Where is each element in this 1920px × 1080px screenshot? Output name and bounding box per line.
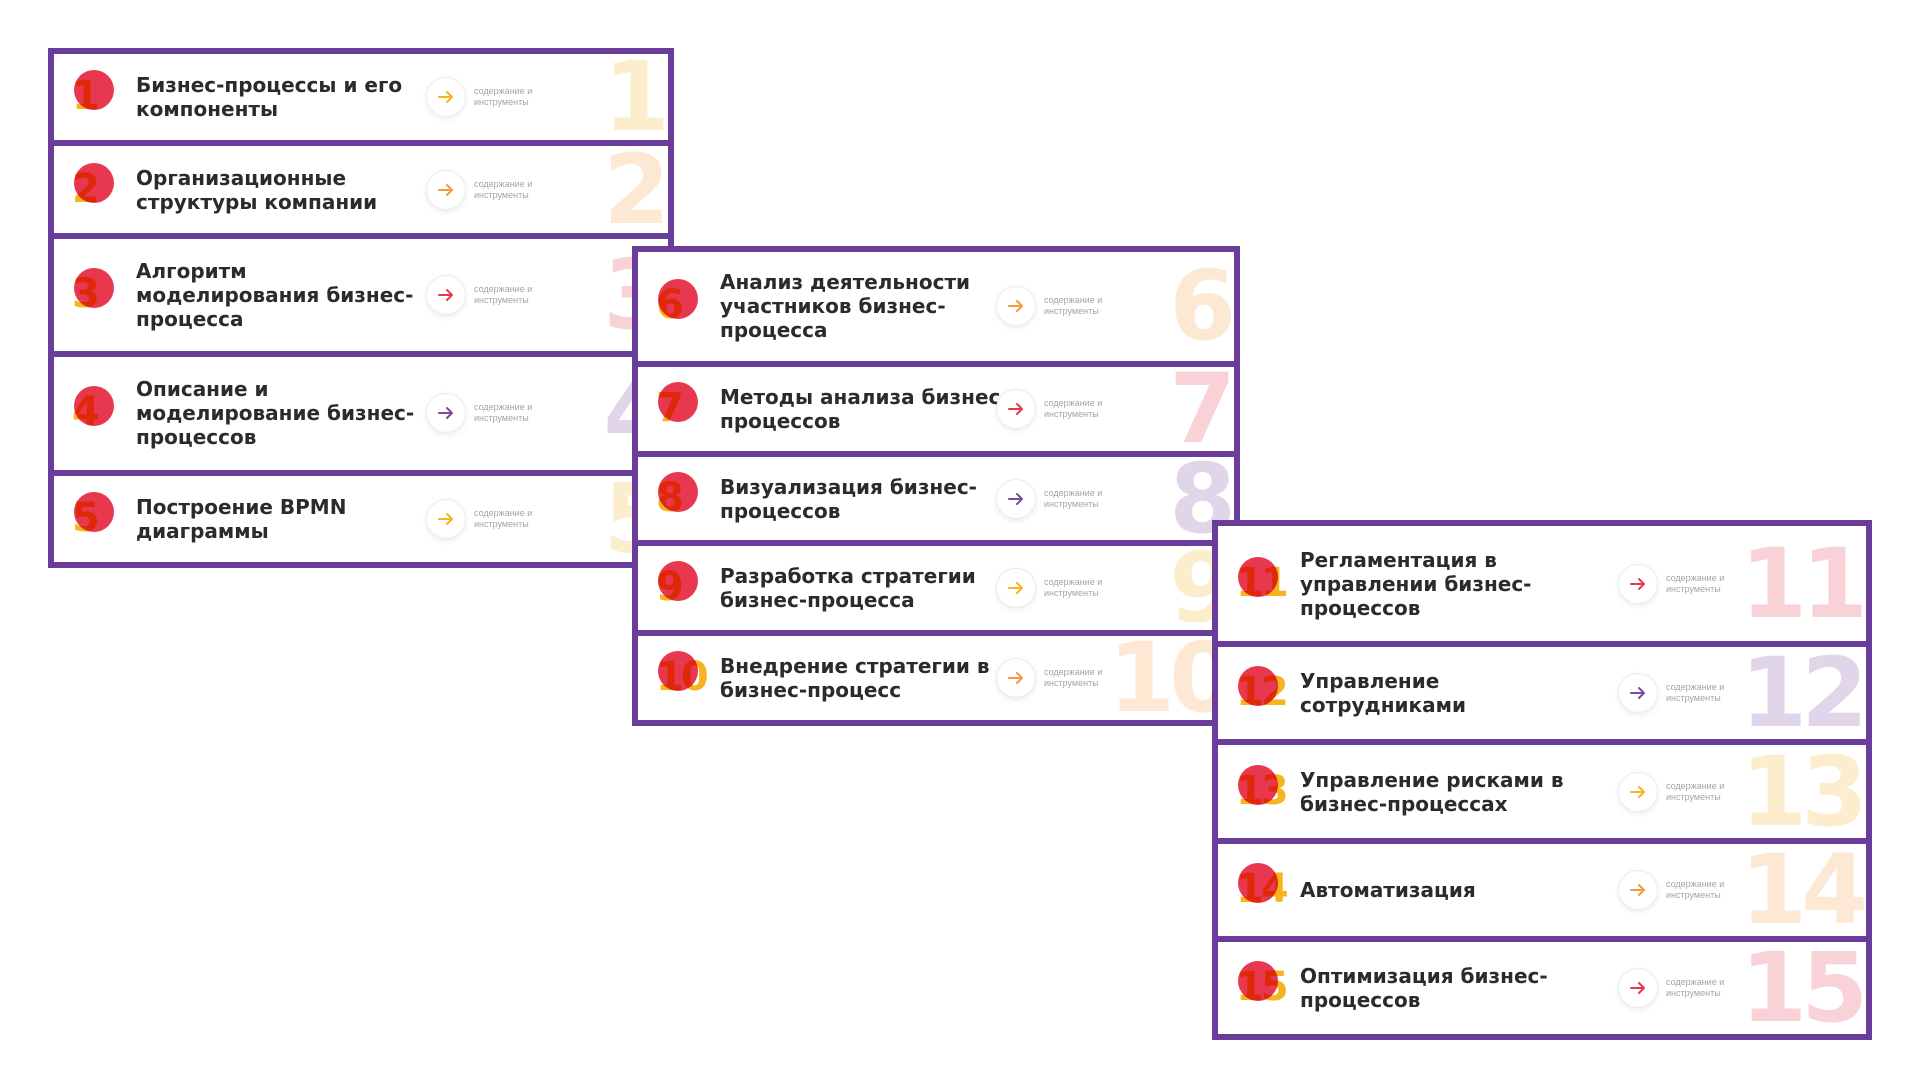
modules-panel-2: 6 Анализ деятельности участников бизнес-…: [632, 246, 1240, 726]
module-title: Методы анализа бизнес-процессов: [720, 384, 1009, 433]
module-number-badge: 4: [72, 386, 122, 440]
arrow-right-icon[interactable]: [426, 77, 466, 118]
module-title: Регламентация в управлении бизнес-процес…: [1300, 547, 1532, 620]
module-title: Разработка стратегии бизнес-процесса: [720, 564, 976, 613]
module-card-5[interactable]: 5 Построение BPMN диаграммы содержание и…: [54, 475, 668, 562]
module-link[interactable]: содержание и инструменты: [996, 658, 1114, 699]
module-card-1[interactable]: 1 Бизнес-процессы и его компоненты содер…: [54, 54, 668, 141]
arrow-right-icon[interactable]: [1618, 673, 1658, 714]
module-big-number: 7: [1169, 366, 1234, 451]
module-card-10[interactable]: 10 Внедрение стратегии в бизнес-процесс …: [638, 636, 1234, 721]
module-big-number: 13: [1740, 745, 1866, 838]
arrow-right-icon[interactable]: [996, 286, 1036, 327]
arrow-right-icon[interactable]: [1618, 771, 1658, 812]
module-link[interactable]: содержание и инструменты: [426, 169, 544, 210]
module-link[interactable]: содержание и инструменты: [996, 478, 1114, 519]
module-card-3[interactable]: 3 Алгоритм моделирования бизнес-процесса…: [54, 238, 668, 352]
arrow-right-icon[interactable]: [996, 388, 1036, 429]
module-title: Автоматизация: [1300, 877, 1476, 902]
module-title: Построение BPMN диаграммы: [136, 494, 347, 543]
module-number-badge: 9: [656, 561, 706, 615]
module-big-number: 2: [603, 146, 668, 233]
module-number-badge: 10: [656, 651, 709, 705]
module-card-4[interactable]: 4 Описание и моделирование бизнес-процес…: [54, 357, 668, 470]
module-title: Управление сотрудниками: [1300, 669, 1466, 718]
module-link[interactable]: содержание и инструменты: [426, 498, 544, 539]
arrow-right-icon[interactable]: [1618, 869, 1658, 910]
module-big-number: 6: [1169, 252, 1234, 361]
module-card-8[interactable]: 8 Визуализация бизнес-процессов содержан…: [638, 456, 1234, 541]
arrow-right-icon[interactable]: [1618, 967, 1658, 1008]
module-title: Управление рисками в бизнес-процессах: [1300, 767, 1564, 816]
module-big-number: 11: [1740, 527, 1866, 640]
module-title: Организационные структуры компании: [136, 165, 378, 214]
module-title: Внедрение стратегии в бизнес-процесс: [720, 654, 990, 703]
module-big-number: 1: [603, 54, 668, 141]
module-big-number: 15: [1740, 941, 1866, 1034]
module-card-12[interactable]: 12 Управление сотрудниками содержание и …: [1218, 647, 1866, 740]
module-link[interactable]: содержание и инструменты: [1618, 673, 1736, 714]
arrow-right-icon[interactable]: [426, 393, 466, 434]
module-title: Оптимизация бизнес-процессов: [1300, 963, 1548, 1012]
module-number-badge: 14: [1236, 862, 1289, 917]
module-number-badge: 13: [1236, 764, 1289, 819]
module-number-badge: 1: [72, 70, 122, 124]
module-link[interactable]: содержание и инструменты: [996, 388, 1114, 429]
module-title: Анализ деятельности участников бизнес-пр…: [720, 270, 971, 343]
module-number-badge: 15: [1236, 960, 1289, 1015]
module-number-badge: 3: [72, 268, 122, 322]
module-title: Алгоритм моделирования бизнес-процесса: [136, 259, 414, 332]
arrow-right-icon[interactable]: [426, 169, 466, 210]
module-link[interactable]: содержание и инструменты: [1618, 771, 1736, 812]
module-link[interactable]: содержание и инструменты: [1618, 563, 1736, 604]
module-card-11[interactable]: 11 Регламентация в управлении бизнес-про…: [1218, 526, 1866, 642]
module-big-number: 12: [1740, 647, 1866, 740]
module-card-6[interactable]: 6 Анализ деятельности участников бизнес-…: [638, 252, 1234, 361]
module-link[interactable]: содержание и инструменты: [1618, 967, 1736, 1008]
module-link[interactable]: содержание и инструменты: [426, 393, 544, 434]
module-card-15[interactable]: 15 Оптимизация бизнес-процессов содержан…: [1218, 941, 1866, 1034]
module-title: Визуализация бизнес-процессов: [720, 474, 977, 523]
arrow-right-icon[interactable]: [426, 275, 466, 316]
module-link[interactable]: содержание и инструменты: [426, 275, 544, 316]
modules-panel-1: 1 Бизнес-процессы и его компоненты содер…: [48, 48, 674, 568]
arrow-right-icon[interactable]: [426, 498, 466, 539]
module-number-badge: 5: [72, 491, 122, 546]
module-card-9[interactable]: 9 Разработка стратегии бизнес-процесса с…: [638, 546, 1234, 631]
module-link[interactable]: содержание и инструменты: [426, 77, 544, 118]
module-number-badge: 2: [72, 162, 122, 217]
arrow-right-icon[interactable]: [996, 568, 1036, 609]
module-link[interactable]: содержание и инструменты: [996, 286, 1114, 327]
module-card-2[interactable]: 2 Организационные структуры компании сод…: [54, 146, 668, 233]
module-number-badge: 11: [1236, 556, 1289, 611]
module-title: Бизнес-процессы и его компоненты: [136, 73, 403, 122]
module-card-13[interactable]: 13 Управление рисками в бизнес-процессах…: [1218, 745, 1866, 838]
modules-panel-3: 11 Регламентация в управлении бизнес-про…: [1212, 520, 1872, 1040]
arrow-right-icon[interactable]: [996, 478, 1036, 519]
module-number-badge: 6: [656, 279, 706, 333]
module-link[interactable]: содержание и инструменты: [1618, 869, 1736, 910]
module-link[interactable]: содержание и инструменты: [996, 568, 1114, 609]
module-number-badge: 7: [656, 381, 706, 436]
module-number-badge: 12: [1236, 666, 1289, 720]
arrow-right-icon[interactable]: [1618, 563, 1658, 604]
module-title: Описание и моделирование бизнес-процессо…: [136, 377, 415, 450]
module-card-7[interactable]: 7 Методы анализа бизнес-процессов содерж…: [638, 366, 1234, 451]
module-number-badge: 8: [656, 471, 706, 526]
module-card-14[interactable]: 14 Автоматизация содержание и инструмент…: [1218, 843, 1866, 936]
module-big-number: 14: [1740, 843, 1866, 936]
arrow-right-icon[interactable]: [996, 658, 1036, 699]
